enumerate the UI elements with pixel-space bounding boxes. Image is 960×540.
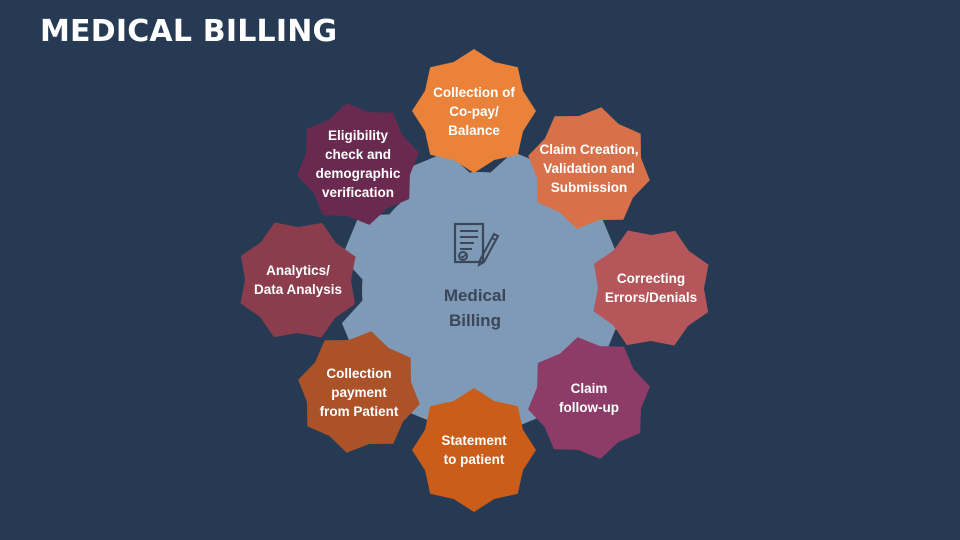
step-badge-5 [412, 388, 536, 512]
step-badge-7 [240, 222, 356, 338]
step-badge-4 [528, 337, 650, 459]
step-badge-1 [412, 49, 536, 173]
document-with-pen-icon [453, 222, 500, 268]
gear-body [362, 172, 598, 408]
step-badge-3 [593, 230, 709, 346]
center-label: Medical Billing [443, 286, 507, 330]
step-badge-6 [298, 331, 420, 453]
step-badge-8 [297, 103, 419, 225]
page-title: MEDICAL BILLING [40, 14, 338, 49]
step-badge-2 [528, 107, 650, 229]
